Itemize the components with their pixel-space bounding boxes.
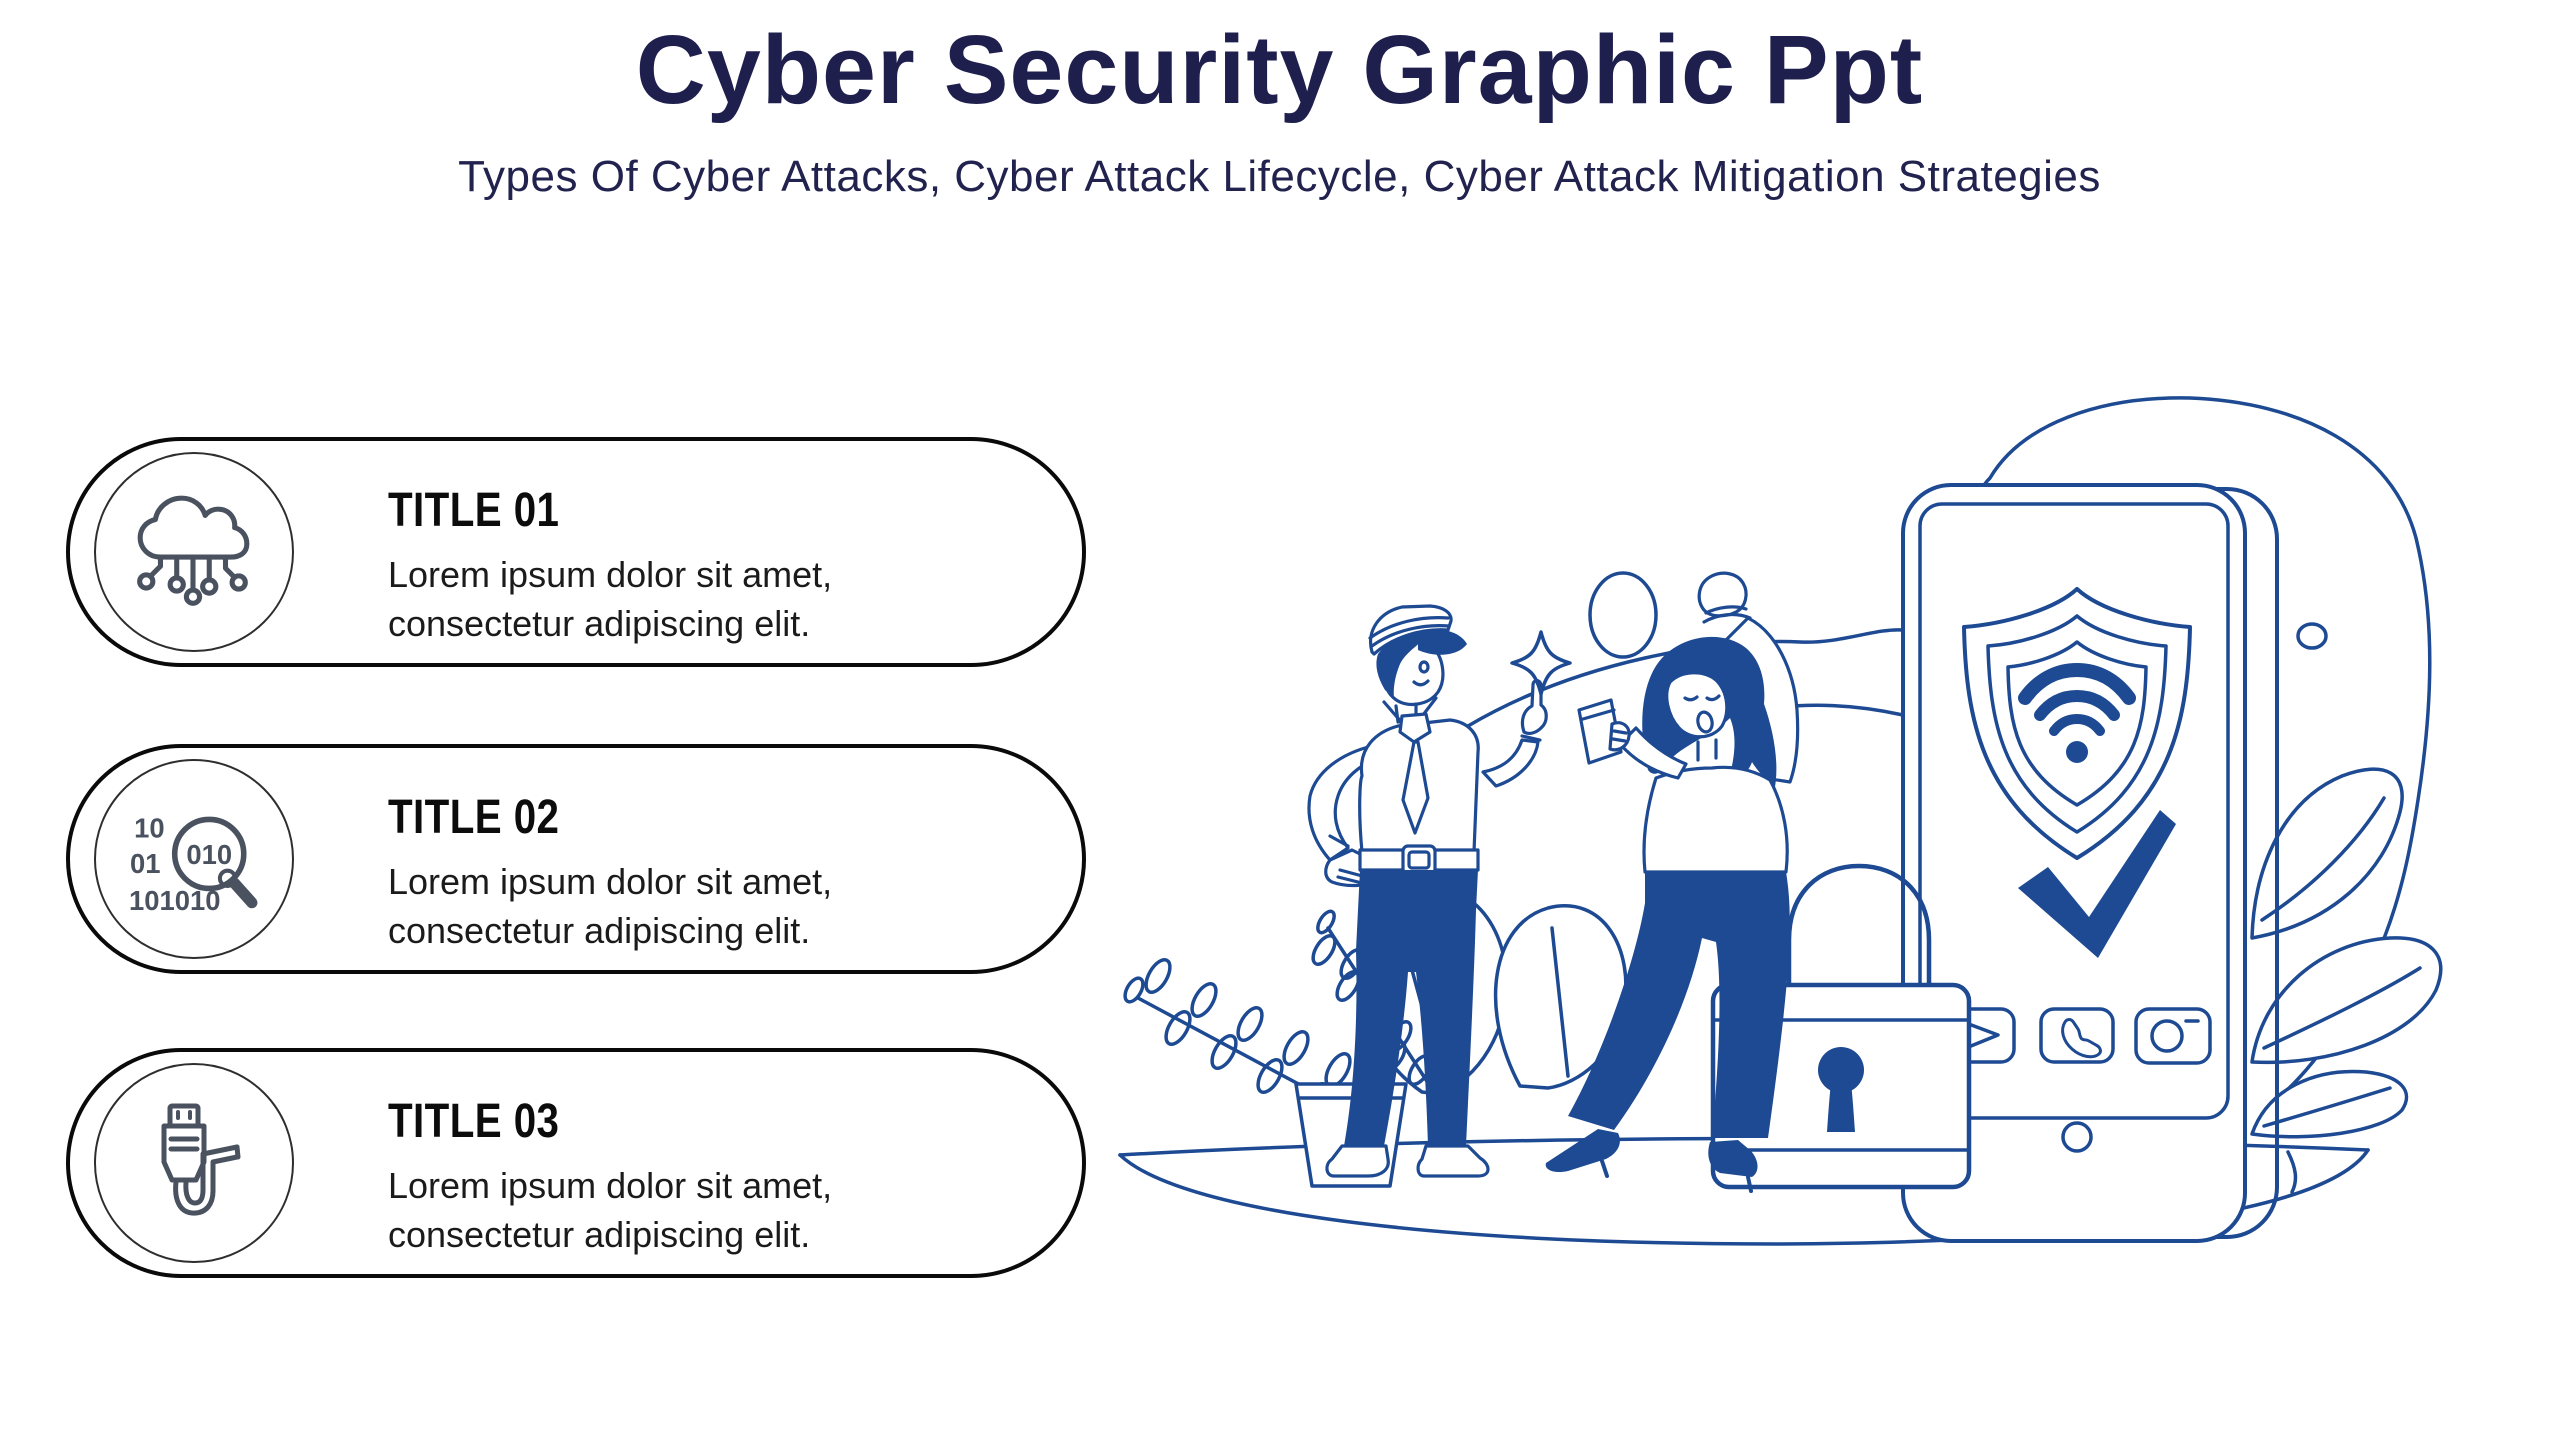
side-dot [2296, 622, 2328, 650]
phone-app-icon [2039, 1007, 2115, 1064]
man-pointing [1307, 604, 1548, 1178]
card-02-description: Lorem ipsum dolor sit amet, consectetur … [388, 861, 833, 951]
home-button-icon [2061, 1121, 2093, 1153]
page-subtitle: Types Of Cyber Attacks, Cyber Attack Lif… [458, 152, 2101, 201]
bubble-circle [1588, 571, 1658, 659]
card-03-description: Lorem ipsum dolor sit amet, consectetur … [388, 1165, 833, 1255]
card-title-02: 10 01 101010 010 TITLE 02 Lorem ipsum do… [66, 744, 1086, 974]
cloud-network-icon [137, 495, 250, 606]
binary-search-icon: 10 01 101010 010 [129, 813, 258, 916]
card-02-title: TITLE 02 [388, 791, 560, 844]
checkmark-icon [2018, 810, 2176, 958]
binary-line-1: 10 [134, 813, 164, 844]
sparkle-icon [1510, 630, 1572, 696]
usb-cable-icon [161, 1103, 241, 1216]
card-title-01: TITLE 01 Lorem ipsum dolor sit amet, con… [66, 437, 1086, 667]
camera-app-icon [2134, 1007, 2212, 1065]
card-title-03: TITLE 03 Lorem ipsum dolor sit amet, con… [66, 1048, 1086, 1278]
shield-wifi-icon [1962, 587, 2192, 860]
card-02-icon-circle: 10 01 101010 010 [94, 759, 294, 959]
right-plant-leaves [2250, 767, 2443, 1194]
binary-line-2: 01 [130, 848, 160, 879]
woman-with-phone [1545, 571, 1800, 1193]
page-title: Cyber Security Graphic Ppt [635, 15, 1924, 124]
smartphone [1901, 483, 2279, 1243]
card-03-icon-circle [94, 1063, 294, 1263]
card-03-title: TITLE 03 [388, 1095, 560, 1148]
card-01-title: TITLE 01 [388, 484, 560, 537]
card-01-icon-circle [94, 452, 294, 652]
cyber-security-illustration [1118, 396, 2443, 1246]
binary-lens-text: 010 [186, 839, 232, 870]
card-01-description: Lorem ipsum dolor sit amet, consectetur … [388, 554, 833, 644]
